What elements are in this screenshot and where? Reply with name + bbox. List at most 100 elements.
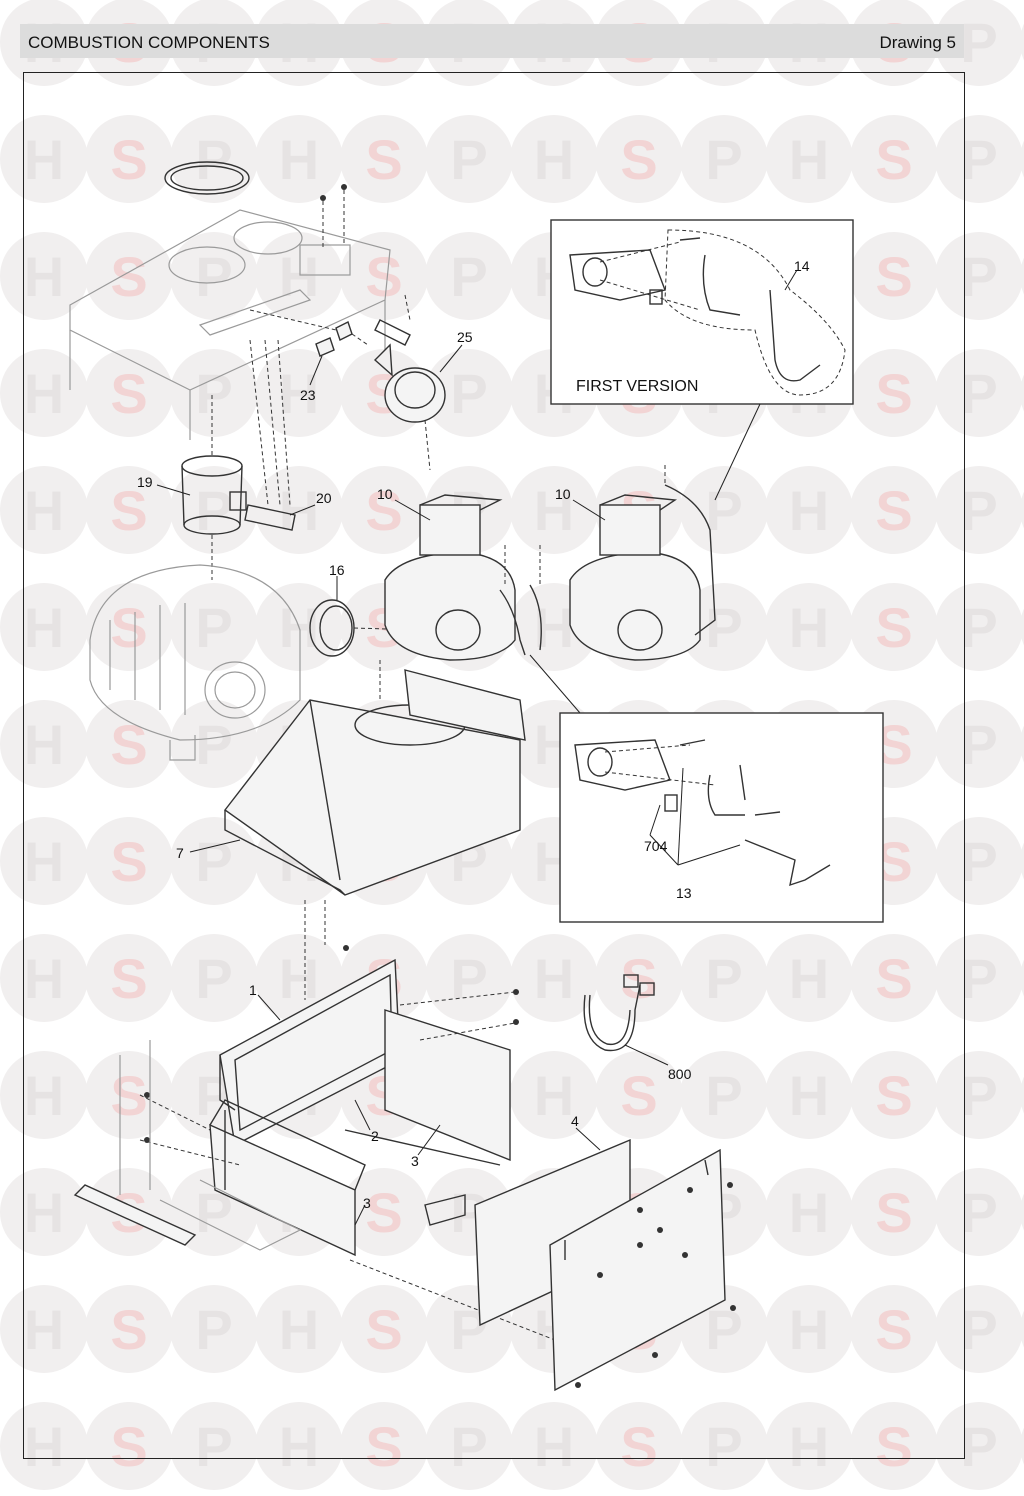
svg-text:H: H bbox=[279, 1298, 319, 1361]
watermark-logo-h: H bbox=[1020, 491, 1024, 529]
svg-text:P: P bbox=[960, 830, 997, 893]
watermark-logo-h: H bbox=[1020, 1193, 1024, 1231]
watermark-logo-s: S bbox=[85, 1285, 173, 1373]
svg-text:H: H bbox=[24, 245, 64, 308]
svg-text:H: H bbox=[789, 479, 829, 542]
watermark-logo-h: H bbox=[1020, 23, 1024, 61]
top-screws bbox=[320, 184, 347, 250]
svg-text:S: S bbox=[875, 245, 912, 308]
svg-text:H: H bbox=[24, 947, 64, 1010]
watermark-logo-s: S bbox=[340, 1168, 428, 1256]
leader-4 bbox=[575, 1127, 601, 1151]
watermark-logo-p: P bbox=[170, 349, 258, 437]
leader-1 bbox=[257, 994, 281, 1021]
watermark-logo-h: H bbox=[0, 349, 88, 437]
svg-text:S: S bbox=[110, 1415, 147, 1478]
leader-23 bbox=[309, 355, 323, 386]
part-19-flue-spigot bbox=[181, 395, 247, 580]
svg-text:S: S bbox=[875, 596, 912, 659]
watermark-logo-h: H bbox=[0, 232, 88, 320]
svg-text:S: S bbox=[110, 128, 147, 191]
svg-text:H: H bbox=[279, 245, 319, 308]
part-25-pressure-switch bbox=[373, 294, 446, 471]
watermark-logo-h: H bbox=[0, 466, 88, 554]
part-10-fan-assembly bbox=[384, 494, 542, 661]
svg-text:P: P bbox=[450, 362, 487, 425]
svg-text:H: H bbox=[24, 596, 64, 659]
svg-text:H: H bbox=[789, 947, 829, 1010]
svg-text:P: P bbox=[960, 479, 997, 542]
watermark-logo-h: H bbox=[765, 466, 853, 554]
label-part-3-b: 3 bbox=[363, 1195, 371, 1211]
watermark-logo-s: S bbox=[595, 115, 683, 203]
svg-text:H: H bbox=[789, 1064, 829, 1127]
svg-text:S: S bbox=[365, 1415, 402, 1478]
svg-text:P: P bbox=[705, 1298, 742, 1361]
watermark-logo-s: S bbox=[850, 1285, 938, 1373]
svg-text:P: P bbox=[960, 1298, 997, 1361]
svg-text:P: P bbox=[705, 596, 742, 659]
part-1-combustion-chamber-frame bbox=[139, 945, 556, 1341]
svg-text:S: S bbox=[875, 1415, 912, 1478]
svg-text:P: P bbox=[450, 1415, 487, 1478]
watermark-logo-p: P bbox=[935, 817, 1023, 905]
svg-text:S: S bbox=[110, 362, 147, 425]
label-part-7: 7 bbox=[176, 845, 184, 861]
svg-text:P: P bbox=[960, 245, 997, 308]
leader-3a bbox=[417, 1124, 441, 1156]
boiler-top-casing bbox=[69, 209, 391, 440]
watermark-logo-s: S bbox=[85, 1402, 173, 1490]
watermark-logo-h: H bbox=[0, 1168, 88, 1256]
svg-text:H: H bbox=[789, 1298, 829, 1361]
watermark-logo-s: S bbox=[850, 583, 938, 671]
svg-text:S: S bbox=[365, 1181, 402, 1244]
svg-text:P: P bbox=[705, 1064, 742, 1127]
front-cover-panel bbox=[549, 1148, 736, 1392]
svg-text:P: P bbox=[705, 479, 742, 542]
svg-text:H: H bbox=[789, 1415, 829, 1478]
label-part-4: 4 bbox=[571, 1113, 579, 1129]
watermark-logo-s: S bbox=[85, 934, 173, 1022]
boiler-base-ghost bbox=[119, 1040, 302, 1251]
watermark-logo-s: S bbox=[595, 1051, 683, 1139]
watermark-logo-h: H bbox=[255, 1402, 343, 1490]
watermark-logo-p: P bbox=[935, 0, 1023, 86]
watermark-logo-h: H bbox=[765, 115, 853, 203]
svg-text:P: P bbox=[195, 830, 232, 893]
svg-text:S: S bbox=[620, 1415, 657, 1478]
svg-text:S: S bbox=[365, 128, 402, 191]
watermark-logo-s: S bbox=[340, 115, 428, 203]
watermark-logo-s: S bbox=[340, 466, 428, 554]
watermark-logo-h: H bbox=[255, 115, 343, 203]
watermark-logo-s: S bbox=[850, 1168, 938, 1256]
svg-text:H: H bbox=[789, 596, 829, 659]
watermark-logo-h: H bbox=[0, 934, 88, 1022]
svg-text:P: P bbox=[960, 128, 997, 191]
svg-text:S: S bbox=[875, 479, 912, 542]
svg-text:S: S bbox=[110, 479, 147, 542]
watermark-logo-h: H bbox=[0, 700, 88, 788]
svg-text:P: P bbox=[705, 128, 742, 191]
svg-text:S: S bbox=[110, 830, 147, 893]
watermark-logo-h: H bbox=[0, 583, 88, 671]
part-23-nozzle bbox=[249, 309, 369, 357]
watermark-logo-p: P bbox=[425, 1402, 513, 1490]
svg-text:S: S bbox=[620, 947, 657, 1010]
svg-text:P: P bbox=[960, 713, 997, 776]
svg-text:S: S bbox=[110, 947, 147, 1010]
svg-text:H: H bbox=[24, 1064, 64, 1127]
watermark-logo-s: S bbox=[850, 934, 938, 1022]
label-part-20: 20 bbox=[316, 490, 332, 506]
part-16-clamp-ring bbox=[309, 599, 421, 657]
svg-text:S: S bbox=[875, 1064, 912, 1127]
part-800-wiring-harness bbox=[583, 974, 669, 1066]
label-part-25: 25 bbox=[457, 329, 473, 345]
watermark-logo-s: S bbox=[85, 1051, 173, 1139]
label-part-2: 2 bbox=[371, 1128, 379, 1144]
svg-text:P: P bbox=[960, 11, 997, 74]
watermark-logo-h: H bbox=[0, 817, 88, 905]
watermark-logo-s: S bbox=[85, 700, 173, 788]
watermark-logo-s: S bbox=[850, 1402, 938, 1490]
watermark-logo-p: P bbox=[170, 583, 258, 671]
watermark-logo-h: H bbox=[765, 1168, 853, 1256]
